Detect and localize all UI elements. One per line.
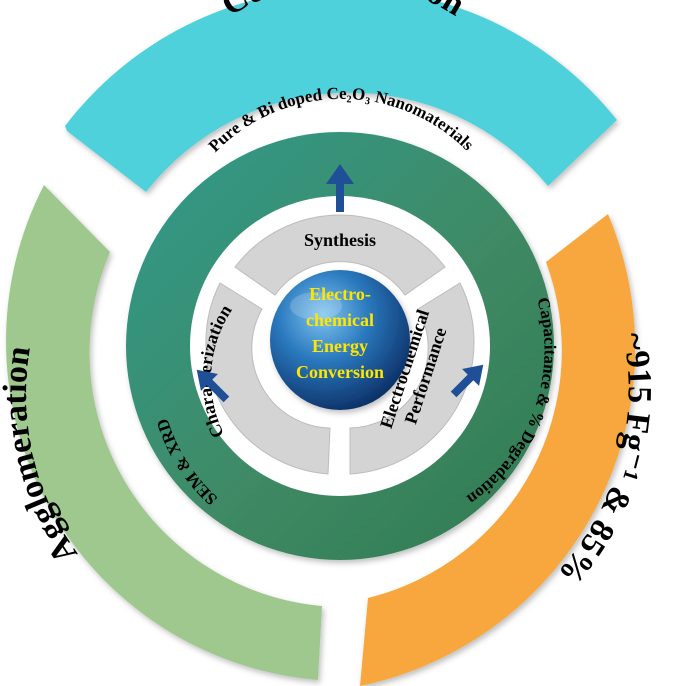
- center-line-4: Conversion: [296, 362, 384, 382]
- center-line-1: Electro-: [309, 284, 371, 304]
- segment-synthesis: [234, 214, 446, 296]
- outer-segment-left: [6, 185, 322, 680]
- center-sphere: [270, 270, 410, 410]
- label-synthesis: Synthesis: [304, 230, 376, 250]
- outer-segment-right: [360, 214, 636, 686]
- arrow-down-left-icon: [196, 369, 230, 403]
- center-line-3: Energy: [312, 336, 368, 356]
- segment-performance: [349, 282, 475, 475]
- center-line-2: chemical: [306, 310, 374, 330]
- outer-ring: [6, 0, 636, 686]
- segment-characterization: [205, 282, 331, 475]
- outer-segment-top: [65, 0, 617, 192]
- arrow-down-right-icon: [450, 364, 484, 398]
- center-text: Electro- chemical Energy Conversion: [296, 284, 384, 382]
- arrow-up-icon: [326, 164, 354, 212]
- arrows: [196, 164, 484, 403]
- inner-segments: [205, 214, 475, 475]
